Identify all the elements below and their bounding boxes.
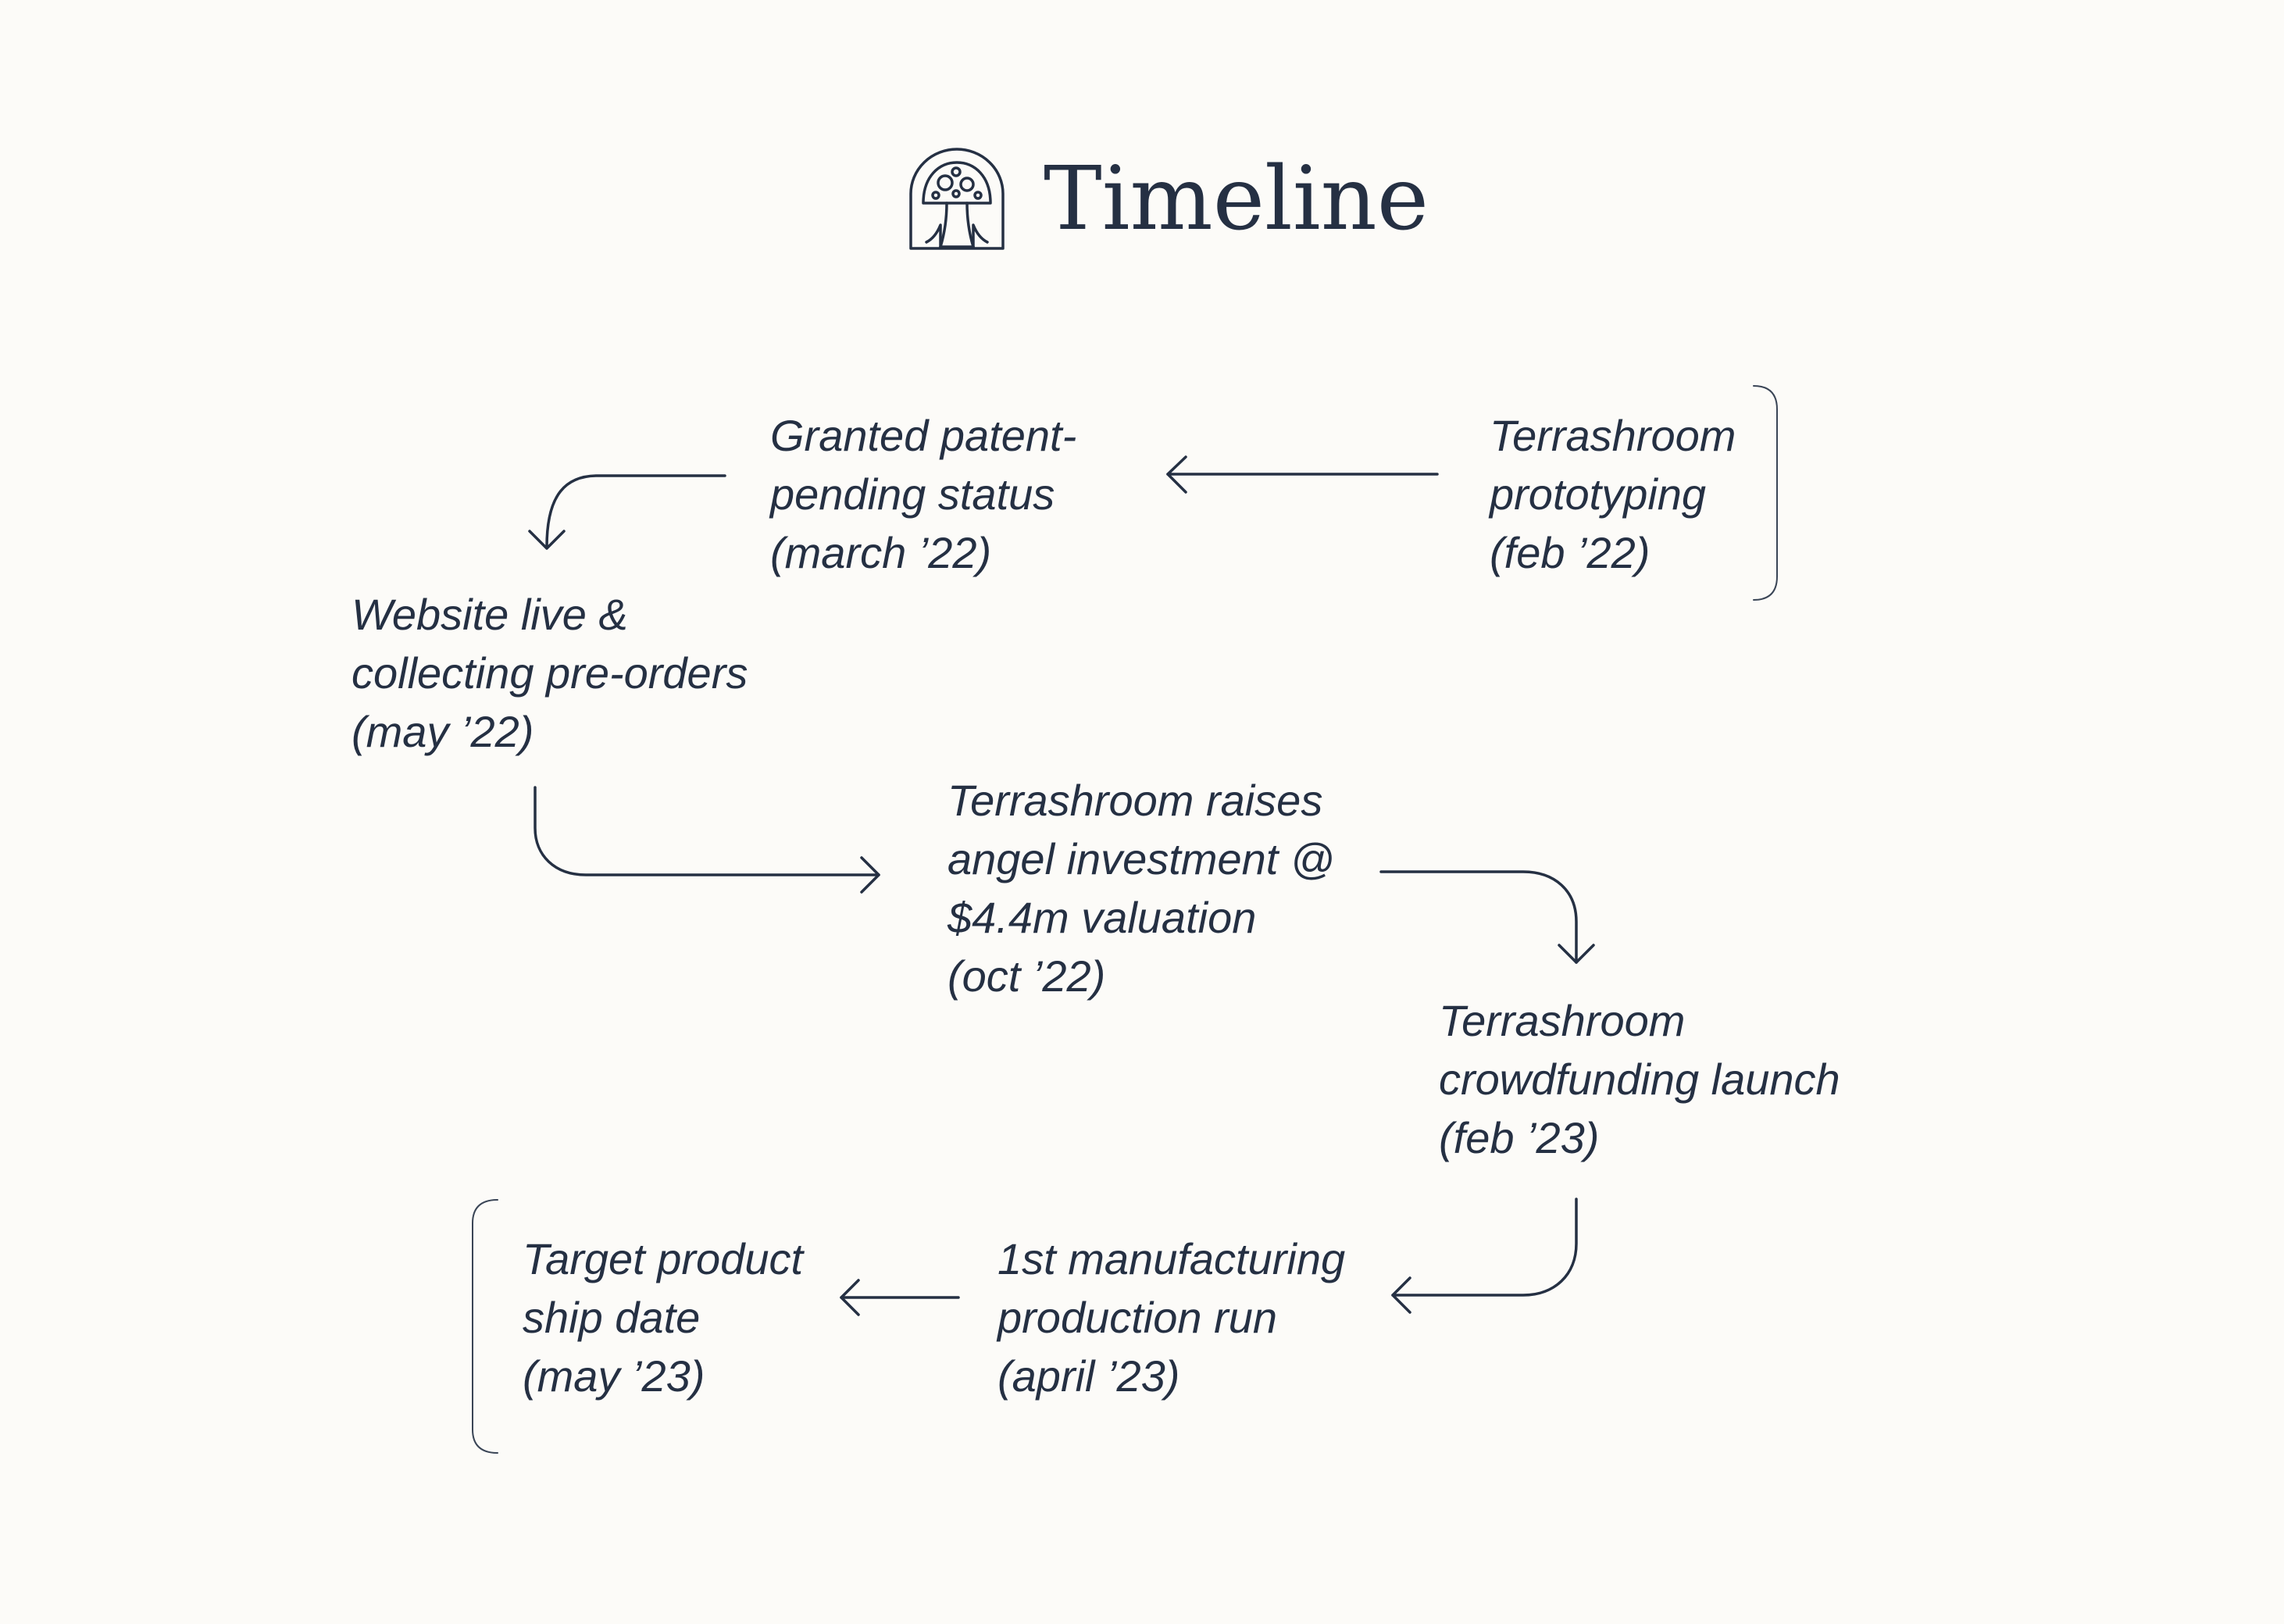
milestone-line: Website live & (352, 590, 628, 639)
milestone-line: pending status (770, 469, 1055, 519)
milestone-manufacturing: 1st manufacturing production run (april … (997, 1230, 1345, 1405)
arrow-line (534, 786, 880, 876)
milestone-line: Target product (523, 1234, 804, 1283)
milestone-website-live: Website live & collecting pre-orders (ma… (352, 585, 748, 761)
arrowhead-right-icon (860, 856, 880, 894)
milestone-crowdfunding: Terrashroom crowdfunding launch (feb ’23… (1439, 991, 1840, 1167)
arrowhead-left-icon (840, 1279, 860, 1316)
milestone-patent: Granted patent- pending status (march ’2… (770, 406, 1076, 582)
milestone-prototyping: Terrashroom prototyping (feb ’22) (1490, 406, 1736, 582)
milestone-line: 1st manufacturing (997, 1234, 1346, 1283)
milestone-date: (may ’22) (352, 707, 534, 756)
page-title: Timeline (1044, 148, 1429, 250)
mushroom-arch-icon (909, 148, 1005, 250)
milestone-line: prototyping (1490, 469, 1707, 519)
milestone-line: Terrashroom (1439, 996, 1686, 1045)
milestone-date: (may ’23) (523, 1351, 705, 1401)
arrow-line (1379, 870, 1578, 964)
milestone-line: angel investment @ (948, 834, 1335, 883)
start-bracket (1753, 385, 1778, 601)
milestone-date: (march ’22) (770, 528, 992, 577)
header: Timeline (906, 145, 1429, 254)
milestone-angel-investment: Terrashroom raises angel investment @ $4… (948, 771, 1335, 1005)
arrowhead-left-icon (1391, 1276, 1411, 1314)
milestone-ship-date: Target product ship date (may ’23) (523, 1230, 803, 1405)
milestone-line: crowdfunding launch (1439, 1055, 1840, 1104)
arrowhead-left-icon (1166, 455, 1187, 494)
arrowhead-down-icon (528, 530, 566, 550)
milestone-line: Granted patent- (770, 411, 1077, 460)
milestone-line: Terrashroom (1490, 411, 1736, 460)
arrowhead-down-icon (1558, 944, 1595, 964)
milestone-date: (feb ’23) (1439, 1113, 1600, 1162)
milestone-line: $4.4m valuation (948, 893, 1257, 942)
milestone-line: production run (997, 1293, 1278, 1342)
milestone-line: Terrashroom raises (948, 776, 1323, 825)
arrow-line (545, 474, 726, 548)
milestone-line: ship date (523, 1293, 701, 1342)
milestone-line: collecting pre-orders (352, 648, 748, 698)
milestone-date: (feb ’22) (1490, 528, 1651, 577)
milestone-date: (oct ’22) (948, 951, 1106, 1001)
milestone-date: (april ’23) (997, 1351, 1180, 1401)
end-bracket (472, 1199, 498, 1454)
arrow-line (1391, 1197, 1578, 1297)
